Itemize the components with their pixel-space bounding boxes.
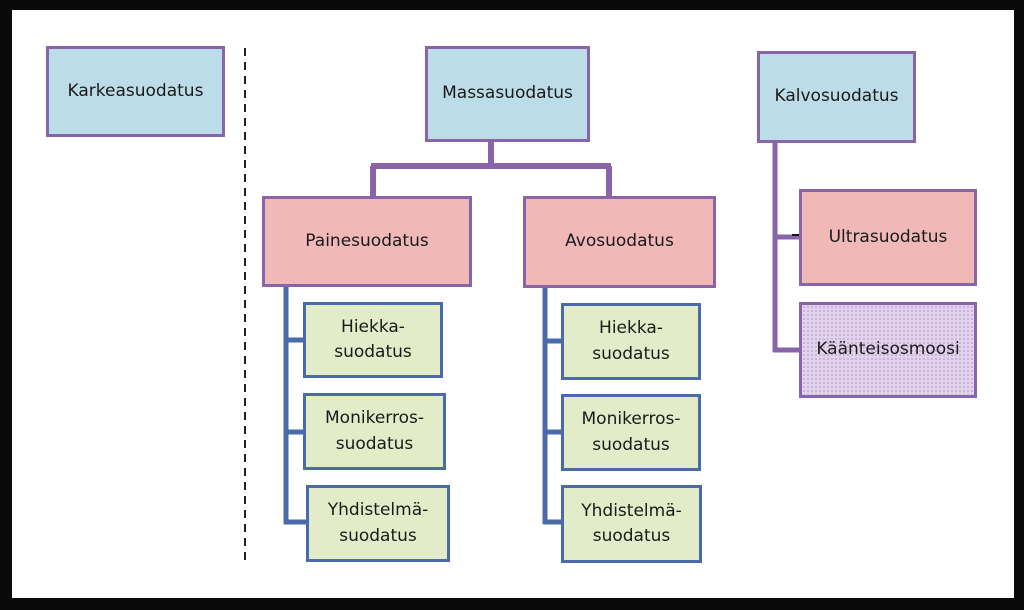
kaanteisosmoosi-label: Käänteisosmoosi bbox=[816, 339, 960, 360]
paine-yhdistelmasuodatus-label: Yhdistelmä- suodatus bbox=[327, 500, 429, 546]
massasuodatus-box: Massasuodatus bbox=[425, 46, 590, 142]
avo-monikerrossuodatus-box: Monikerros- suodatus bbox=[561, 394, 701, 471]
massasuodatus-label: Massasuodatus bbox=[442, 83, 573, 104]
avo-hiekkasuodatus-label: Hiekka- suodatus bbox=[592, 318, 670, 364]
paine-monikerrossuodatus-box: Monikerros- suodatus bbox=[303, 393, 446, 470]
ultrasuodatus-label: Ultrasuodatus bbox=[828, 226, 948, 247]
kaanteisosmoosi-box: Käänteisosmoosi bbox=[799, 302, 977, 398]
karkeasuodatus-label: Karkeasuodatus bbox=[67, 80, 204, 101]
avosuodatus-connectors bbox=[542, 287, 563, 525]
paine-yhdistelmasuodatus-box: Yhdistelmä- suodatus bbox=[306, 485, 450, 562]
avo-hiekkasuodatus-box: Hiekka- suodatus bbox=[561, 303, 701, 380]
paine-monikerrossuodatus-label: Monikerros- suodatus bbox=[325, 408, 424, 454]
kalvosuodatus-label: Kalvosuodatus bbox=[774, 86, 899, 107]
painesuodatus-label: Painesuodatus bbox=[305, 230, 429, 251]
paine-hiekkasuodatus-label: Hiekka- suodatus bbox=[334, 316, 412, 363]
avo-yhdistelmasuodatus-box: Yhdistelmä- suodatus bbox=[561, 485, 702, 563]
painesuodatus-connectors bbox=[283, 286, 308, 525]
paine-hiekkasuodatus-box: Hiekka- suodatus bbox=[303, 302, 443, 378]
avo-monikerrossuodatus-label: Monikerros- suodatus bbox=[581, 409, 681, 455]
karkeasuodatus-box: Karkeasuodatus bbox=[46, 46, 225, 137]
avo-yhdistelmasuodatus-label: Yhdistelmä- suodatus bbox=[581, 500, 682, 547]
avosuodatus-box: Avosuodatus bbox=[523, 196, 716, 288]
painesuodatus-box: Painesuodatus bbox=[262, 196, 472, 287]
kalvosuodatus-connectors bbox=[772, 142, 801, 353]
kalvosuodatus-box: Kalvosuodatus bbox=[757, 51, 916, 143]
ultrasuodatus-box: Ultrasuodatus bbox=[799, 189, 977, 286]
avosuodatus-label: Avosuodatus bbox=[565, 231, 674, 252]
massasuodatus-connectors bbox=[370, 142, 612, 196]
